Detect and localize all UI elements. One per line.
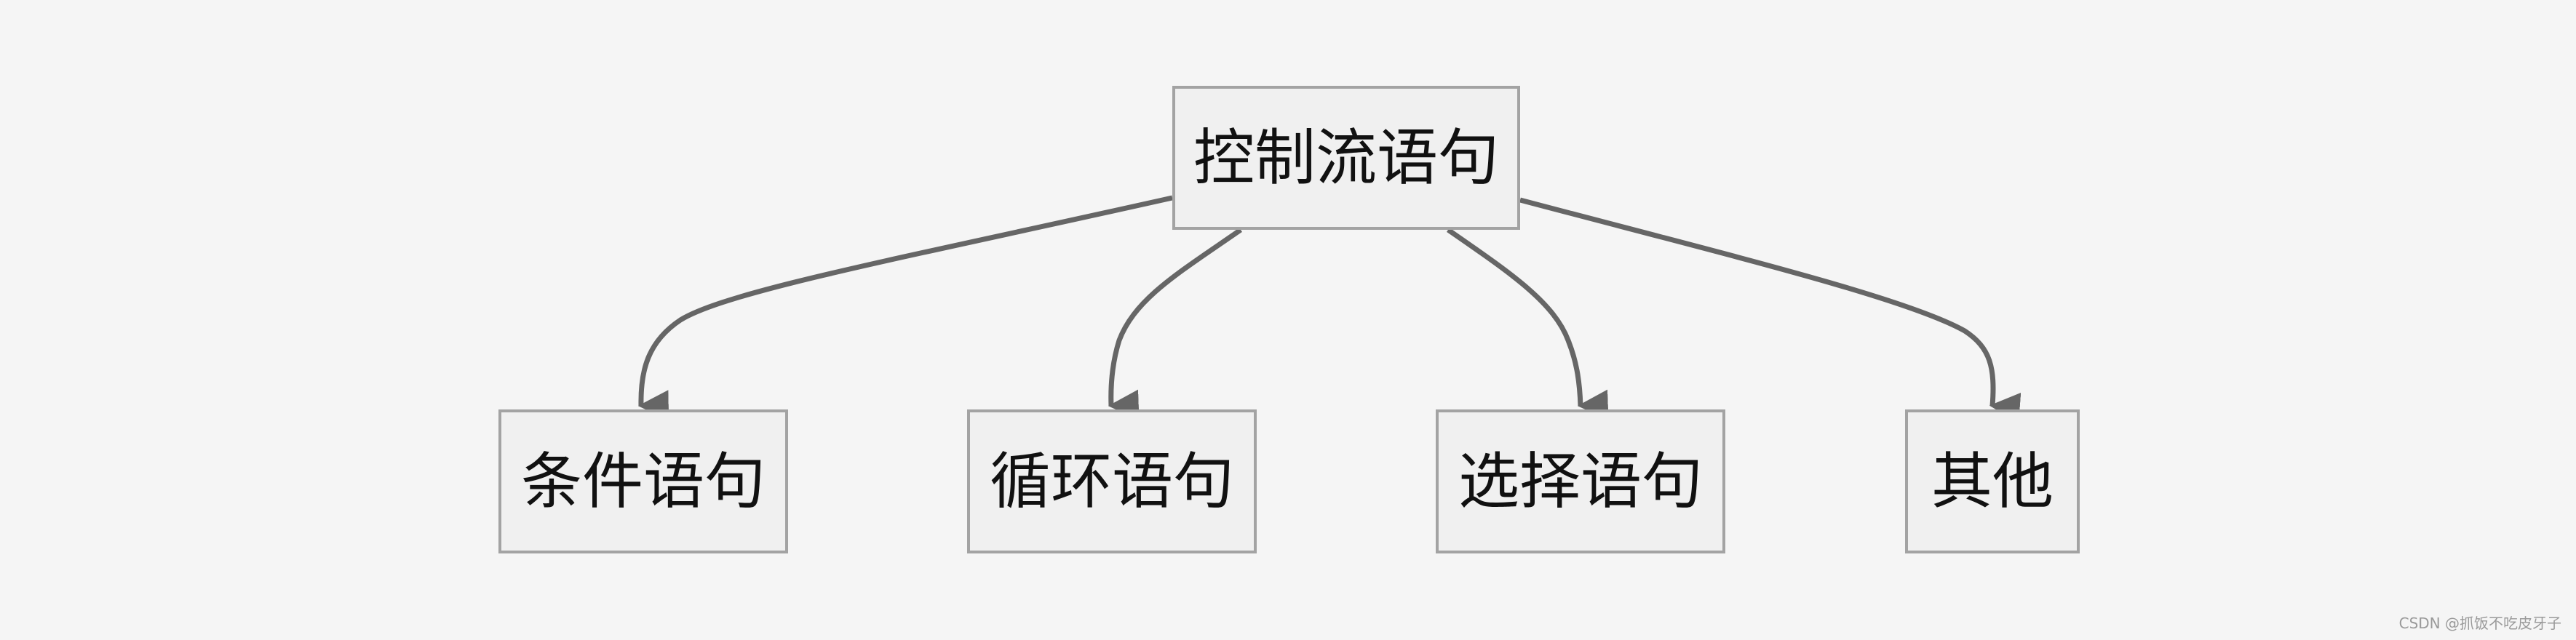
edge-root-to-sel <box>1447 228 1609 420</box>
child-node-conditional: 条件语句 <box>498 409 788 553</box>
edge-root-to-cond <box>637 195 1173 421</box>
root-node-control-flow: 控制流语句 <box>1172 86 1520 230</box>
edge-root-to-loop <box>1108 228 1242 420</box>
child-node-selection: 选择语句 <box>1436 409 1725 553</box>
edge-root-to-other <box>1519 197 2022 423</box>
watermark-text: CSDN @抓饭不吃皮牙子 <box>2398 615 2561 632</box>
child-node-other: 其他 <box>1905 409 2080 553</box>
child-node-loop: 循环语句 <box>967 409 1257 553</box>
